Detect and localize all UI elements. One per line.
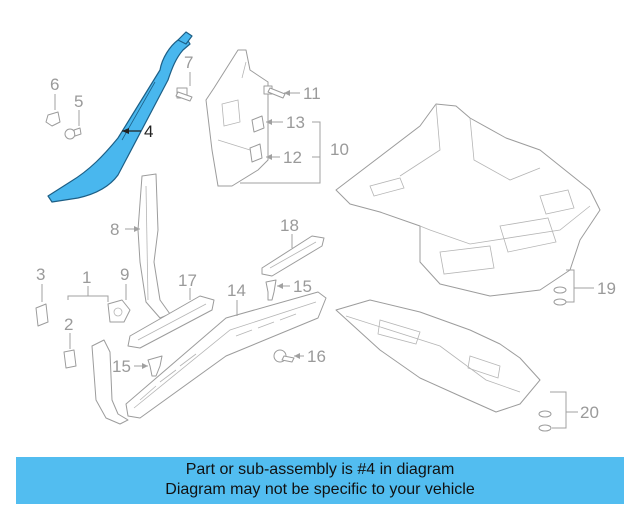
- callout-1[interactable]: 1: [82, 268, 91, 287]
- part-8-b-pillar-lower-trim[interactable]: [137, 173, 171, 319]
- part-info-banner: Part or sub-assembly is #4 in diagram Di…: [16, 457, 624, 504]
- part-1-pillar-lower-garnish[interactable]: [91, 339, 129, 425]
- part-6-clip[interactable]: [45, 111, 61, 127]
- part-15-clip-left[interactable]: [147, 355, 163, 377]
- callout-13[interactable]: 13: [286, 113, 305, 132]
- part-4-a-pillar-trim[interactable]: [47, 31, 193, 203]
- callout-17[interactable]: 17: [178, 271, 197, 290]
- callout-14[interactable]: 14: [227, 281, 246, 300]
- leader-arrow-11: [284, 90, 290, 96]
- callout-8[interactable]: 8: [110, 220, 119, 239]
- callout-20[interactable]: 20: [580, 403, 599, 422]
- callout-15-left[interactable]: 15: [112, 357, 131, 376]
- callout-7[interactable]: 7: [184, 53, 193, 72]
- part-11-bolt[interactable]: [263, 85, 286, 99]
- part-3-bracket[interactable]: [35, 303, 49, 327]
- part-12-clip[interactable]: [249, 143, 263, 163]
- callout-6[interactable]: 6: [50, 75, 59, 94]
- callout-18[interactable]: 18: [280, 216, 299, 235]
- leader-bracket-1: [67, 295, 109, 302]
- callout-2[interactable]: 2: [64, 315, 73, 334]
- floor-carpet-assembly[interactable]: [335, 103, 601, 297]
- callout-15-right[interactable]: 15: [293, 277, 312, 296]
- callout-11[interactable]: 11: [303, 84, 321, 103]
- part-15-clip-right[interactable]: [265, 279, 277, 301]
- part-5-screw[interactable]: [64, 127, 82, 140]
- leader-arrow-8: [134, 226, 140, 232]
- leader-arrow-15b: [277, 283, 283, 289]
- banner-line-disclaimer: Diagram may not be specific to your vehi…: [165, 481, 475, 498]
- callout-9[interactable]: 9: [120, 265, 129, 284]
- callout-19[interactable]: 19: [597, 279, 616, 298]
- leader-arrow-13: [266, 119, 272, 125]
- part-7-bolt[interactable]: [175, 87, 193, 102]
- part-2-clip[interactable]: [63, 349, 77, 369]
- part-9-clip[interactable]: [107, 299, 131, 323]
- part-13-clip[interactable]: [251, 115, 265, 133]
- leader-arrow-16: [294, 353, 300, 359]
- part-14-side-sill-cover[interactable]: [125, 291, 327, 419]
- leader-arrow-15a: [142, 363, 148, 369]
- part-16-clip[interactable]: [273, 349, 295, 363]
- leader-arrow-12: [266, 154, 272, 160]
- callout-4[interactable]: 4: [144, 122, 153, 141]
- callout-5[interactable]: 5: [74, 92, 83, 111]
- part-17-scuff-plate[interactable]: [127, 295, 215, 349]
- part-18-rear-scuff-plate[interactable]: [261, 235, 325, 277]
- banner-line-part-number: Part or sub-assembly is #4 in diagram: [185, 461, 455, 478]
- callout-10[interactable]: 10: [330, 140, 349, 159]
- leader-arrow-4: [122, 128, 129, 134]
- part-19-clips[interactable]: [553, 286, 567, 306]
- part-20-clips[interactable]: [538, 410, 552, 432]
- floor-under-cover-assembly[interactable]: [335, 299, 541, 413]
- callout-12[interactable]: 12: [283, 148, 302, 167]
- leader-bracket-19: [566, 269, 594, 303]
- leader-bracket-10: [240, 121, 321, 184]
- leader-bracket-20: [550, 391, 578, 429]
- exploded-parts-diagram: 4 6 5 7: [35, 31, 616, 432]
- callout-16[interactable]: 16: [307, 347, 326, 366]
- callout-3[interactable]: 3: [36, 265, 45, 284]
